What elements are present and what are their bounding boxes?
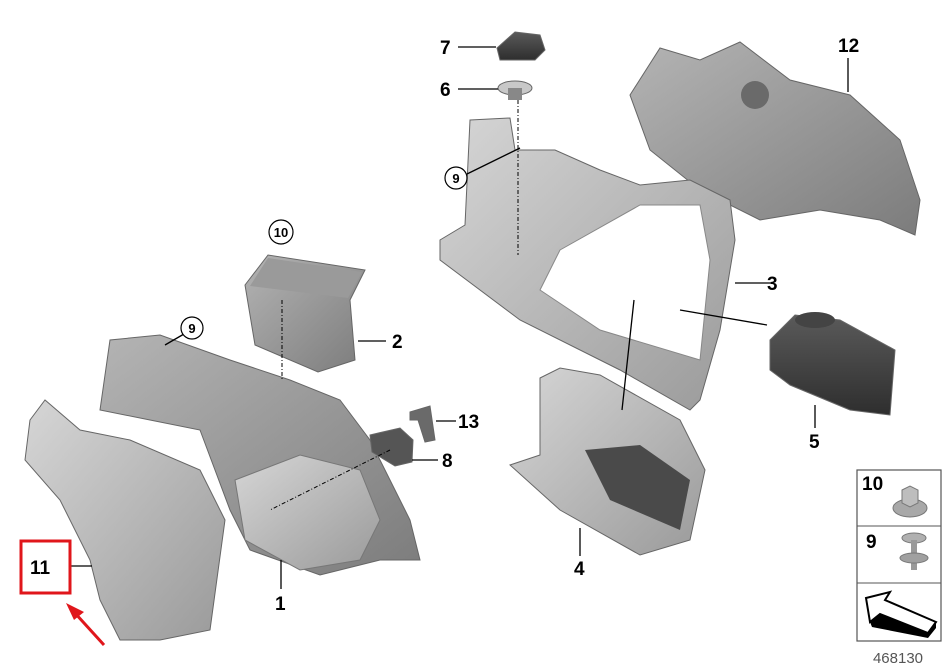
part-13-bracket[interactable] [409,405,436,443]
clip-icon [899,532,929,570]
part-7-cover-cap[interactable] [496,31,546,61]
direction-arrow-icon [864,590,938,638]
reference-number: 468130 [873,650,923,667]
callout-8[interactable]: 8 [442,451,453,472]
leader-lines [70,46,849,589]
legend-9-label: 9 [866,532,877,553]
part-3-trunk-side-trim-right[interactable] [439,117,736,411]
part-2-storage-box[interactable] [244,254,366,373]
nut-icon [892,485,928,518]
part-5-tray-insert[interactable] [769,312,896,416]
assembly-line [269,449,391,511]
svg-text:9: 9 [188,321,195,336]
part-6-holder[interactable] [497,80,533,100]
part-4-side-panel-with-net[interactable] [509,367,706,556]
callout-10-circled[interactable]: 10 [268,219,294,245]
callout-13[interactable]: 13 [458,412,479,433]
svg-text:9: 9 [452,171,459,186]
callout-4[interactable]: 4 [574,559,585,580]
svg-text:10: 10 [274,225,288,240]
callout-7[interactable]: 7 [440,38,451,59]
callout-2[interactable]: 2 [392,332,403,353]
callout-12[interactable]: 12 [838,36,859,57]
callout-11[interactable]: 11 [30,558,51,579]
callout-3[interactable]: 3 [767,274,778,295]
part-11-wheel-arch-cover-left[interactable] [24,399,226,641]
callout-6[interactable]: 6 [440,80,451,101]
callout-9-circled-left[interactable]: 9 [180,316,204,340]
highlight-box [19,539,72,595]
part-1-trunk-side-trim-left[interactable] [99,334,421,576]
callout-5[interactable]: 5 [809,432,820,453]
legend-10-label: 10 [862,474,883,495]
part-8-lamp[interactable] [369,427,414,467]
fastener-legend: 10 9 [856,469,942,642]
callout-9-circled-right[interactable]: 9 [444,166,468,190]
red-arrow-icon [66,603,106,647]
callout-1[interactable]: 1 [275,594,286,615]
